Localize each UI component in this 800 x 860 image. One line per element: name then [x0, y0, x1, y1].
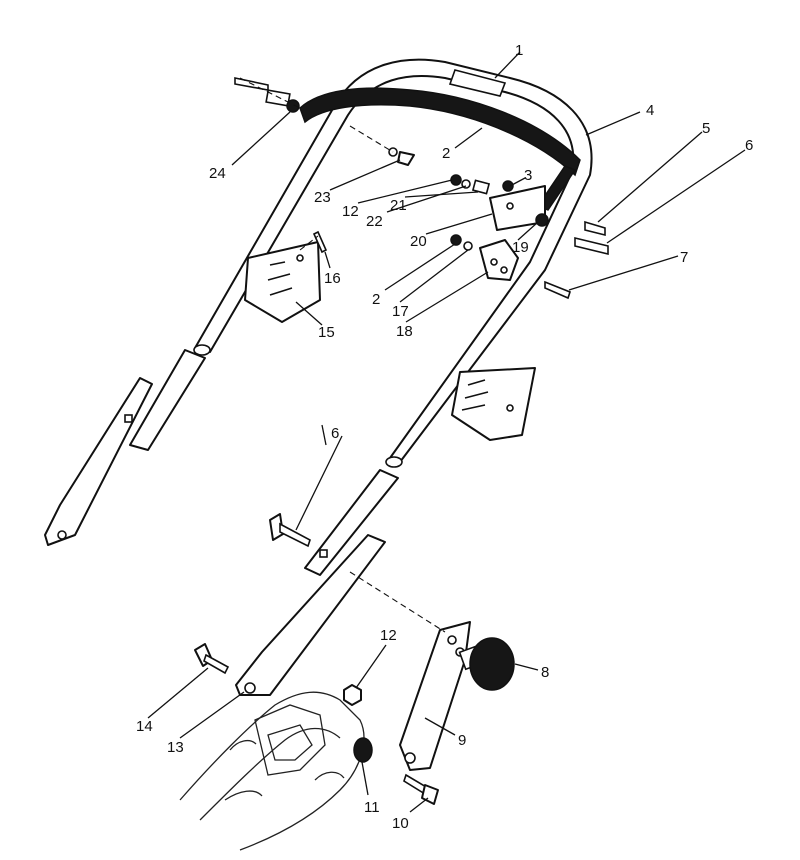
callout-10: 10: [392, 815, 409, 832]
callout-2-lower: 2: [372, 291, 380, 308]
callout-5: 5: [702, 120, 710, 137]
callout-17: 17: [392, 303, 409, 320]
callout-6-lower: 6: [331, 425, 339, 442]
callout-8: 8: [541, 664, 549, 681]
callout-1: 1: [515, 42, 523, 59]
callout-21: 21: [390, 197, 407, 214]
assembly-lines: [239, 77, 446, 633]
callout-14: 14: [136, 718, 153, 735]
callout-2-upper: 2: [442, 145, 450, 162]
lower-handle-left: [44, 349, 206, 546]
cable-guide-right: [451, 367, 536, 441]
callout-9: 9: [458, 732, 466, 749]
callout-3: 3: [524, 167, 532, 184]
callout-6-upper: 6: [745, 137, 753, 154]
callout-4: 4: [646, 102, 654, 119]
adjustment-knob: [458, 637, 515, 691]
mower-deck-outline: [179, 691, 365, 851]
control-bail: [299, 87, 581, 211]
callout-16: 16: [324, 270, 341, 287]
callout-labels: 1 2 2 3 4 5 6 6 7 8 9 10 11 12 12 13 14 …: [136, 42, 753, 832]
control-block: [479, 239, 519, 281]
adjustment-bracket: [399, 621, 471, 771]
callout-18: 18: [396, 323, 413, 340]
callout-12-upper: 12: [342, 203, 359, 220]
callout-22: 22: [366, 213, 383, 230]
hardware: [194, 77, 609, 805]
callout-19: 19: [512, 239, 529, 256]
callout-13: 13: [167, 739, 184, 756]
upper-handle: [193, 58, 593, 468]
control-bracket: [489, 185, 549, 231]
callout-7: 7: [680, 249, 688, 266]
callout-23: 23: [314, 189, 331, 206]
callout-20: 20: [410, 233, 427, 250]
callout-24: 24: [209, 165, 226, 182]
callout-15: 15: [318, 324, 335, 341]
callout-12-lower: 12: [380, 627, 397, 644]
cable-guide: [244, 241, 321, 323]
leader-lines: [147, 51, 746, 813]
lower-handle-right: [235, 469, 399, 696]
callout-11: 11: [364, 799, 380, 816]
